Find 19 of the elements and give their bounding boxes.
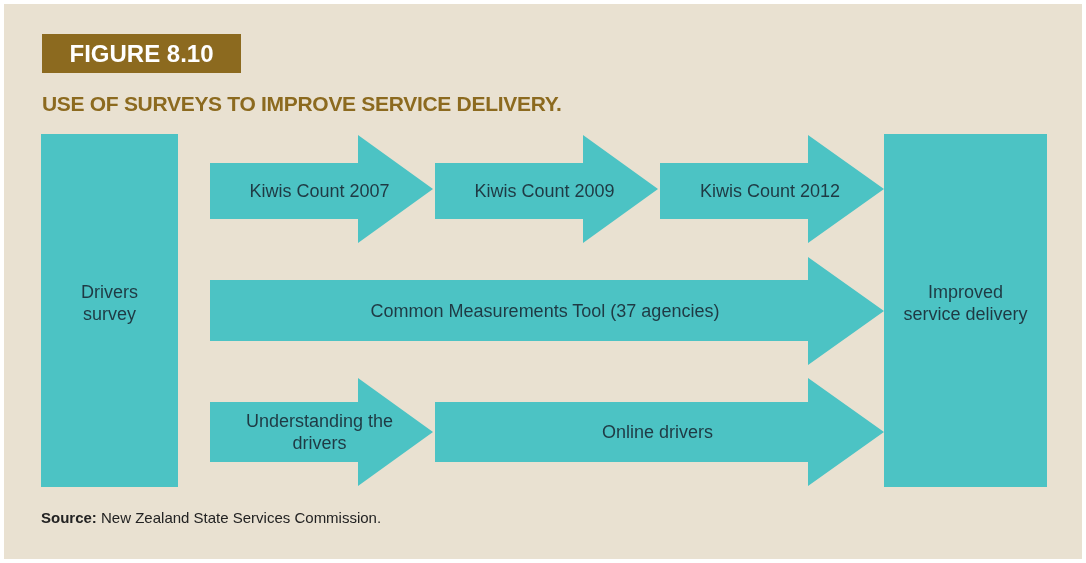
- node-label: Kiwis Count 2012: [698, 180, 842, 202]
- figure-number-badge: FIGURE 8.10: [42, 34, 241, 73]
- node-label: Kiwis Count 2009: [473, 180, 616, 202]
- node-label: Common Measurements Tool (37 agencies): [369, 299, 721, 322]
- source-note: Source: New Zealand State Services Commission.: [41, 509, 382, 526]
- node-label: Online drivers: [600, 421, 714, 443]
- arrow-shape: [210, 135, 433, 243]
- figure-title: USE OF SURVEYS TO IMPROVE SERVICE DELIVERY.: [42, 92, 562, 116]
- node-label: Improved service delivery: [902, 280, 1029, 325]
- node-label: Understanding the drivers: [244, 410, 395, 454]
- arrow-shape: [210, 257, 884, 365]
- arrow-shape: [435, 135, 658, 243]
- node-label: Drivers survey: [80, 280, 139, 325]
- process-box: [884, 134, 1047, 487]
- arrow-shape: [660, 135, 884, 243]
- arrow-shape: [210, 378, 433, 486]
- node-label: Kiwis Count 2007: [248, 180, 391, 202]
- process-box: [41, 134, 178, 487]
- arrow-shape: [435, 378, 884, 486]
